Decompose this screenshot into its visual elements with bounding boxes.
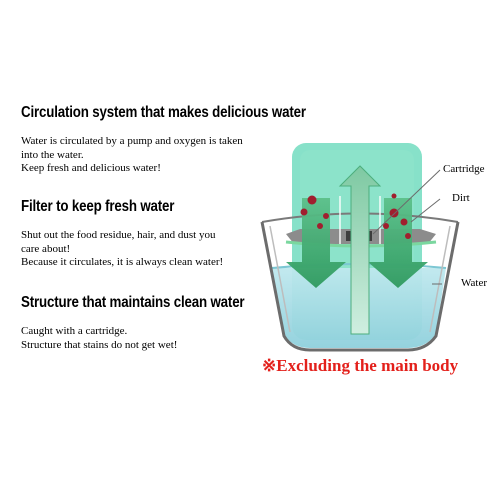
bowl-outline <box>260 221 460 352</box>
section-circulation: Circulation system that makes delicious … <box>21 104 306 176</box>
body-line: Caught with a cartridge. <box>21 325 128 337</box>
bowl-inner-left <box>269 225 291 333</box>
dirt-particle <box>307 195 317 205</box>
dirt-particle <box>317 223 323 229</box>
dirt-particle <box>391 193 397 199</box>
body-line: care about! <box>21 242 71 255</box>
section-structure: Structure that maintains clean water Cau… <box>21 294 261 352</box>
body-line: Shut out the food residue, hair, and dus… <box>21 229 216 241</box>
section-filter: Filter to keep fresh water Shut out the … <box>21 198 261 270</box>
heading-structure: Structure that maintains clean water <box>21 294 245 311</box>
dirt-particle <box>300 208 308 216</box>
callout-dirt: Dirt <box>452 192 470 204</box>
body-line: into the water. <box>21 148 84 161</box>
body-line: Water is circulated by a pump and oxygen… <box>21 135 243 147</box>
center-up-arrow <box>338 165 382 335</box>
callout-water: Water <box>461 277 487 289</box>
body-line: Because it circulates, it is always clea… <box>21 256 224 268</box>
body-line: Keep fresh and delicious water! <box>21 162 161 174</box>
heading-filter: Filter to keep fresh water <box>21 198 175 215</box>
cartridge-leader <box>372 169 441 235</box>
callout-cartridge: Cartridge <box>443 163 485 175</box>
dirt-particle <box>323 213 329 219</box>
dirt-particle <box>389 208 399 218</box>
right-down-arrow <box>368 198 428 288</box>
dirt-particles <box>300 193 411 239</box>
left-down-arrow <box>286 198 346 288</box>
exclusion-note: ※Excluding the main body <box>262 356 459 375</box>
dirt-leader <box>410 198 441 223</box>
dirt-particle <box>383 223 389 229</box>
dirt-particle <box>405 233 411 239</box>
body-filter: Shut out the food residue, hair, and dus… <box>21 229 261 270</box>
dirt-particle <box>400 218 408 226</box>
body-structure: Caught with a cartridge. Structure that … <box>21 325 261 352</box>
bowl-inner-right <box>429 225 451 333</box>
body-circulation: Water is circulated by a pump and oxygen… <box>21 135 261 176</box>
body-line: Structure that stains do not get wet! <box>21 338 178 351</box>
